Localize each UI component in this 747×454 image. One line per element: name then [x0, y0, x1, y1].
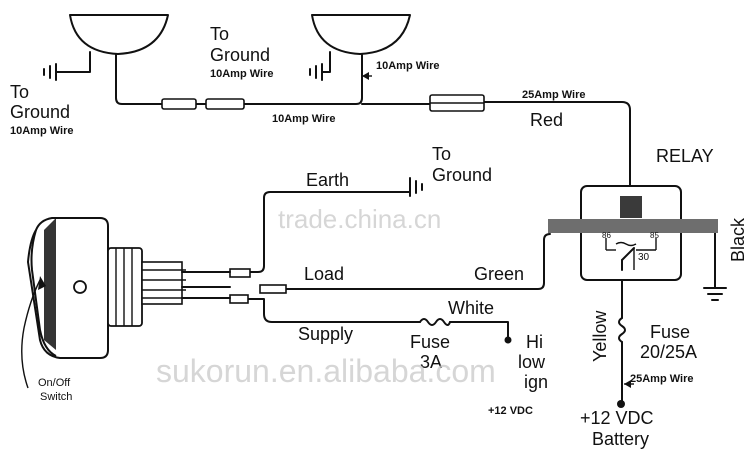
spade-connector-1: [229, 268, 251, 278]
relay-pin-86: 86: [602, 231, 611, 240]
relay-pin-85: 85: [650, 231, 659, 240]
spade-connector-3: [229, 294, 249, 304]
label-load: Load: [304, 264, 344, 284]
arrow-switch: [21, 279, 41, 389]
label-earth: Earth: [306, 170, 349, 190]
label-to-ground-mid-2: Ground: [210, 45, 270, 65]
connector-1: [161, 98, 197, 110]
wire-earth: [263, 191, 411, 223]
connector-2: [205, 98, 245, 110]
watermark-top: trade.china.cn: [278, 204, 441, 234]
label-fuse-right-2: 20/25A: [640, 342, 697, 362]
label-to-ground-earth-2: Ground: [432, 165, 492, 185]
label-supply: Supply: [298, 324, 353, 344]
label-to-ground-left-2: Ground: [10, 102, 70, 122]
switch-terminal-block: [107, 247, 231, 327]
label-10amp-right: 10Amp Wire: [376, 60, 439, 72]
watermark-bottom: sukorun.en.alibaba.com: [156, 353, 496, 389]
label-hi: Hi: [526, 332, 543, 352]
label-black: Black: [728, 217, 747, 262]
relay-pin-30: 30: [638, 252, 650, 263]
wire-to-hi-low: [449, 321, 509, 339]
label-fuse-right-1: Fuse: [650, 322, 690, 342]
terminal-hi-low: [504, 336, 512, 344]
wire-lamp-left: [115, 53, 163, 105]
label-ign: ign: [524, 372, 548, 392]
label-25amp-top: 25Amp Wire: [522, 89, 585, 101]
terminal-battery: [617, 400, 625, 408]
label-12vdc-left: +12 VDC: [488, 405, 533, 417]
wire-to-junction: [243, 53, 363, 105]
label-green: Green: [474, 264, 524, 284]
label-to-ground-earth-1: To: [432, 144, 451, 164]
arrow-10amp-top-head: [362, 72, 369, 80]
wire-green-load: [285, 233, 551, 290]
wire-supply: [247, 298, 421, 323]
spade-connector-2: [259, 284, 287, 294]
ground-icon-mid: [309, 51, 331, 81]
label-low: low: [518, 352, 546, 372]
label-fuse-left-1: Fuse: [410, 332, 450, 352]
label-12vdc-battery: +12 VDC: [580, 408, 654, 428]
arrow-switch-head: [38, 276, 46, 290]
wire-red-25amp: [483, 101, 631, 197]
label-25amp-bottom: 25Amp Wire: [630, 373, 693, 385]
label-fuse-left-2: 3A: [420, 352, 442, 372]
switch-body: [26, 217, 109, 359]
ground-icon-relay: [703, 231, 727, 301]
label-10amp-left: 10Amp Wire: [10, 125, 73, 137]
label-switch-1: On/Off: [38, 377, 71, 389]
ground-icon-earth: [409, 177, 423, 197]
label-yellow: Yellow: [590, 310, 610, 362]
ground-icon-left: [43, 51, 91, 81]
label-white: White: [448, 298, 494, 318]
fuse-icon-left: [419, 318, 451, 326]
relay-title: RELAY: [656, 146, 714, 166]
arrow-25amp-bottom-head: [624, 380, 631, 388]
label-to-ground-mid-1: To: [210, 24, 229, 44]
lamp-right: [311, 14, 411, 55]
label-switch-2: Switch: [40, 391, 72, 403]
label-to-ground-left-1: To: [10, 82, 29, 102]
wire-connector-left: [249, 221, 265, 273]
label-red: Red: [530, 110, 563, 130]
label-battery: Battery: [592, 429, 649, 449]
label-10amp-mid: 10Amp Wire: [210, 68, 273, 80]
fuse-icon-right: [618, 317, 626, 343]
lamp-left: [69, 14, 169, 55]
relay-body: [548, 185, 718, 281]
label-10amp-bottom: 10Amp Wire: [272, 113, 335, 125]
